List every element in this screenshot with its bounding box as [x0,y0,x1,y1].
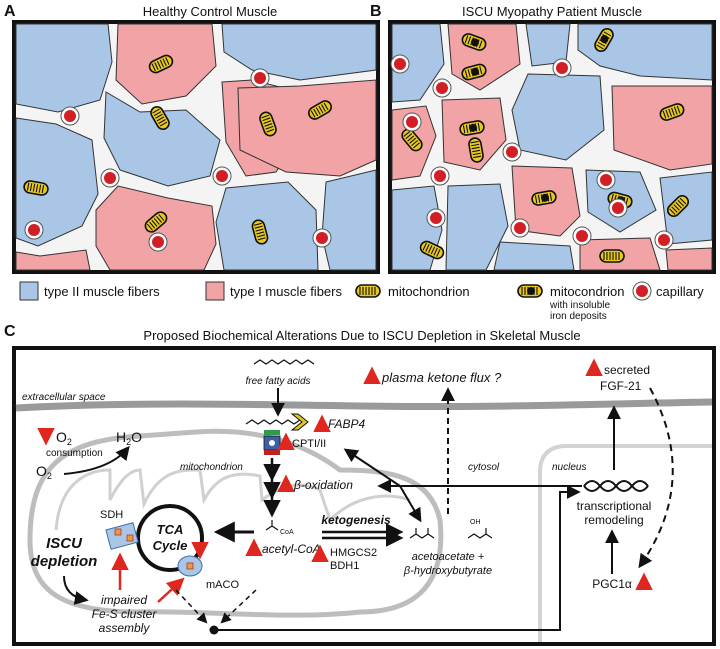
impaired-label-1: impaired [101,593,147,607]
oh-label: OH [470,519,481,526]
panel-a-title: Healthy Control Muscle [143,4,277,19]
hydroxybutyrate-structure [467,528,493,539]
pathway-diagram: extracellular space mitochondrion cytoso… [12,346,716,646]
impaired-label-3: assembly [99,621,151,635]
sdh-label: SDH [100,509,123,521]
fatty-acid-chain-bottom [245,419,307,425]
h2o-label: H2O [116,429,142,447]
tca-cycle-ring [136,504,204,572]
panel-b-tissue [388,20,716,274]
legend-type2-swatch [19,281,39,301]
legend-mitochondrion-icon [355,284,381,298]
ketogenesis-label: ketogenesis [321,513,391,527]
iscu-label-1: ISCU [46,535,83,552]
legend-capillary-icon [632,281,652,301]
iscu-label-2: depletion [31,553,98,570]
remodeling-label: remodeling [584,513,643,527]
impaired-label-2: Fe-S cluster [92,607,158,621]
tca-label-2: Cycle [153,538,188,553]
cell-membrane [15,398,713,412]
legend-mito-label: mitochondrion [388,284,470,299]
maco-label: mACO [206,579,239,591]
fabp4-label: FABP4 [328,417,365,431]
acetyl-coa-label: acetyl-CoA [262,542,321,556]
cytosol-label: cytosol [468,462,500,473]
legend-type1-label: type I muscle fibers [230,284,342,299]
nucleus-label: nucleus [552,462,586,473]
legend-mito-iron-label: mitocondrion [550,284,624,299]
cpt-label: CPTI/II [292,438,326,450]
mitochondrion-label: mitochondrion [180,462,243,473]
legend-type2-label: type II muscle fibers [44,284,160,299]
fatty-acid-chain-top [253,359,315,365]
legend-mito-iron-line2: with insoluble [549,300,610,311]
transcriptional-label: transcriptional [577,499,652,513]
extracellular-label: extracellular space [22,392,106,403]
fgf21-label: FGF-21 [600,379,642,393]
nucleus-membrane [538,444,712,642]
consumption-label: consumption [46,448,103,459]
panel-c-title: Proposed Biochemical Alterations Due to … [143,328,580,343]
hmgcs2-label: HMGCS2 [330,547,377,559]
legend-iron-mitochondrion-icon [517,284,543,298]
legend-type1-swatch [205,281,225,301]
legend-mito-iron-line3: iron deposits [550,311,607,322]
tca-label-1: TCA [157,522,184,537]
o2-input-label: O2 [36,463,52,481]
panel-a-letter: A [4,3,16,20]
bdh1-label: BDH1 [330,560,359,572]
beta-oxidation-label: β-oxidation [293,478,353,492]
fabp4-chevron-icon [290,413,309,431]
sdh-enzyme-icon [105,522,139,550]
plasma-ketone-label: plasma ketone flux ? [381,370,502,385]
secreted-label: secreted [604,363,650,377]
acetoacetate-structure [409,528,435,539]
cpt-transporter-top [264,430,280,435]
free-fatty-acids-label: free fatty acids [245,376,310,387]
mitochondrion-outer [27,428,444,618]
panel-a-tissue [12,20,380,274]
acetoacetate-label: acetoacetate + [412,551,485,563]
legend: type II muscle fibers type I muscle fibe… [19,281,704,322]
panel-b-letter: B [370,3,382,20]
panel-b-title: ISCU Myopathy Patient Muscle [462,4,642,19]
coa-label: CoA [280,529,294,536]
pgc1a-label: PGC1α [592,577,632,591]
legend-capillary-label: capillary [656,284,704,299]
panel-c-letter: C [4,323,16,340]
o2-consumption-label: O2 [56,429,72,447]
acetyl-coa-structure [265,520,279,531]
hydroxybutyrate-label: β-hydroxybutyrate [403,565,492,577]
